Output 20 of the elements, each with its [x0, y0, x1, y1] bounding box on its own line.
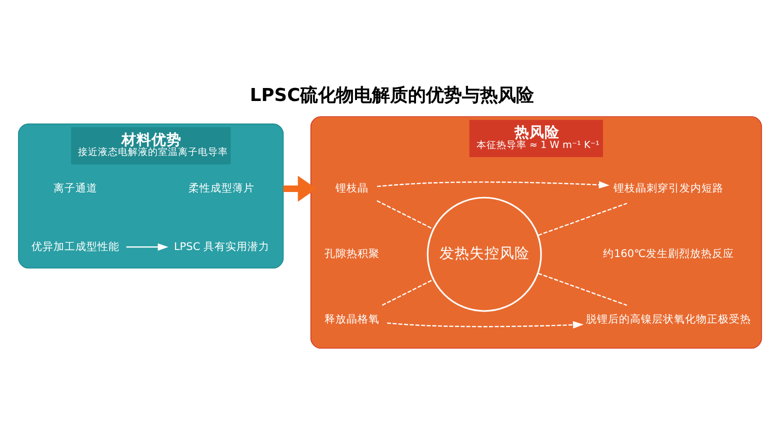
- connector: [376, 200, 434, 230]
- node-text: 柔性成型薄片: [188, 182, 255, 194]
- node-text: 锂枝晶刺穿引发内短路: [613, 182, 724, 194]
- node-text: 孔隙热积聚: [324, 248, 380, 260]
- arrow: [283, 175, 316, 202]
- arrow: [126, 242, 168, 250]
- connector: [538, 202, 628, 236]
- connector: [538, 272, 628, 306]
- node-circle: 发热失控风险: [426, 196, 542, 312]
- arrow: [387, 320, 584, 328]
- node-text: LPSC 具有实用潜力: [174, 240, 270, 252]
- node-text: 脱锂后的高镍层状氧化物正极受热: [586, 313, 751, 326]
- node-text: 约160℃发生剧烈放热反应: [602, 248, 734, 260]
- node-text: 释放晶格氧: [324, 313, 380, 326]
- arrow: [377, 180, 610, 188]
- node-text: 优异加工成型性能: [32, 240, 120, 252]
- diagram-title: LPSC硫化物电解质的优势与热风险: [250, 84, 534, 106]
- node-text: 离子通道: [54, 182, 98, 194]
- connector: [382, 278, 434, 306]
- node-text: 锂枝晶: [336, 182, 369, 194]
